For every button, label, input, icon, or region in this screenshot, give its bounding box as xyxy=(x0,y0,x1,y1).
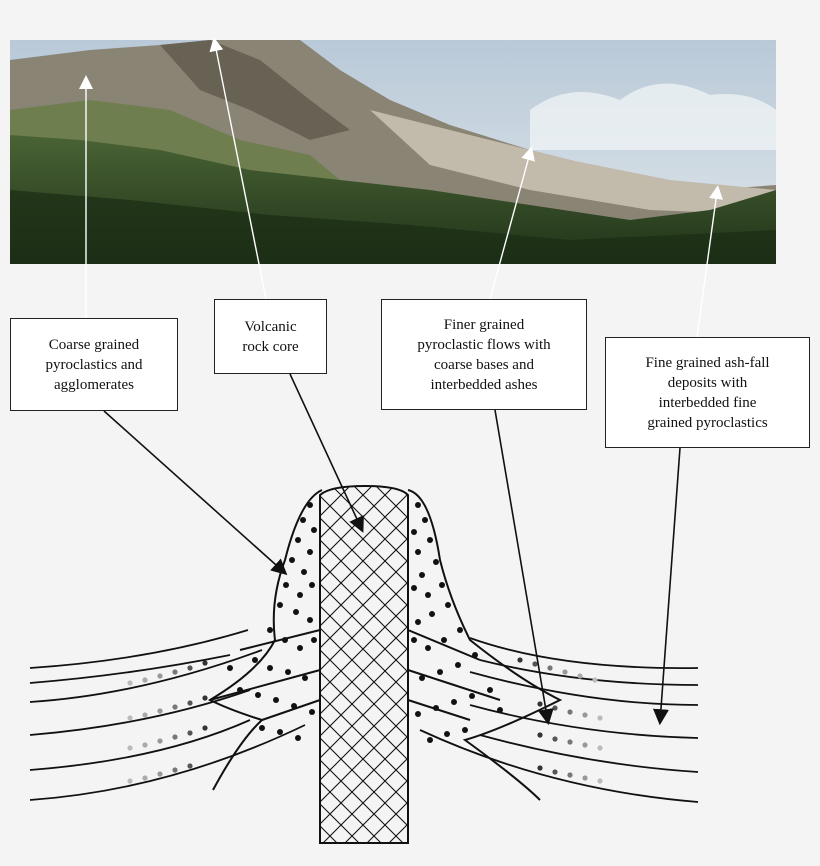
clouds xyxy=(530,83,776,150)
label-coarse-text: Coarse grained pyroclastics and agglomer… xyxy=(45,336,143,393)
ash-slope xyxy=(370,110,776,215)
coarse-dots xyxy=(227,502,503,743)
volcano-cone xyxy=(207,489,563,801)
arrow-finer-to-section xyxy=(494,409,554,726)
label-volcanic-core: Volcanic rock core xyxy=(214,299,327,374)
arrow-core-to-section xyxy=(289,373,364,533)
section-pointer-arrows xyxy=(103,373,681,726)
right-strata xyxy=(419,637,699,803)
label-fine-text: Fine grained ash-fall deposits with inte… xyxy=(645,354,770,431)
volcano-photograph xyxy=(10,40,776,264)
fine-dots xyxy=(127,657,603,784)
arrow-core-to-photo xyxy=(209,37,267,300)
vegetation-dark xyxy=(10,190,776,264)
rock-core xyxy=(319,484,409,844)
label-finer-pyroclastic-flows: Finer grained pyroclastic flows with coa… xyxy=(381,299,587,410)
left-strata xyxy=(29,629,306,801)
arrow-finer-to-photo xyxy=(489,146,535,300)
arrow-fine-to-section xyxy=(652,447,681,726)
label-core-text: Volcanic rock core xyxy=(242,318,299,355)
photo-pointer-arrows xyxy=(79,37,723,338)
green-slope xyxy=(10,100,340,180)
label-finer-text: Finer grained pyroclastic flows with coa… xyxy=(417,316,551,393)
arrow-coarse-to-section xyxy=(103,410,288,576)
arrow-fine-to-photo xyxy=(696,185,723,338)
label-coarse-pyroclastics: Coarse grained pyroclastics and agglomer… xyxy=(10,318,178,411)
mountain-shadow xyxy=(160,40,350,140)
label-fine-ash-fall: Fine grained ash-fall deposits with inte… xyxy=(605,337,810,448)
